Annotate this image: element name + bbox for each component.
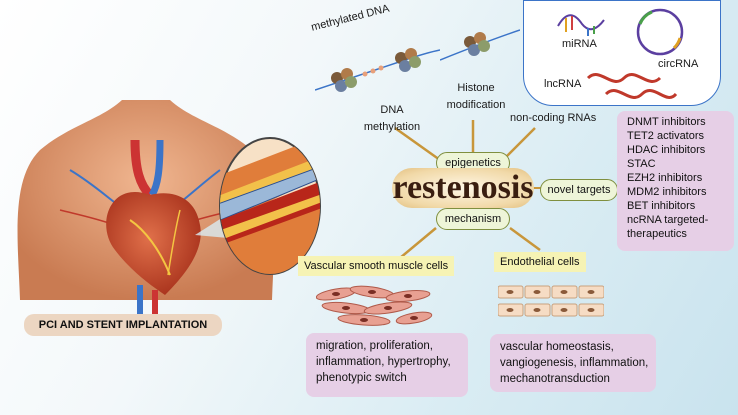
histone-line2: modification xyxy=(446,99,506,111)
ncrna-bubble xyxy=(523,0,721,106)
target-item: MDM2 inhibitors xyxy=(627,186,707,198)
endothelial-label: Endothelial cells xyxy=(494,252,586,272)
noncoding-rnas-label: non-coding RNAs xyxy=(510,112,597,124)
pci-stent-label: PCI AND STENT IMPLANTATION xyxy=(24,314,222,336)
dna-methylation-line1: DNA xyxy=(380,104,404,116)
histone-line1: Histone xyxy=(457,82,495,94)
target-item: TET2 activators xyxy=(627,130,705,142)
vsmc-effect-item: inflammation, hypertrophy, xyxy=(316,356,451,368)
endothelial-effect-item: mechanotransduction xyxy=(500,373,610,385)
vsmc-effect-item: phenotypic switch xyxy=(316,372,407,384)
vsmc-label: Vascular smooth muscle cells xyxy=(298,256,455,276)
nucleosome-right xyxy=(395,48,421,72)
nucleosome-left xyxy=(331,68,357,92)
histone-graphic xyxy=(440,29,520,61)
target-item: HDAC inhibitors xyxy=(627,144,706,156)
target-item: therapeutics xyxy=(627,228,687,240)
endothelial-cells-graphic xyxy=(498,285,604,317)
mirna-label: miRNA xyxy=(562,38,597,50)
dna-methylation-line2: methylation xyxy=(363,121,421,133)
restenosis-title: restenosis xyxy=(392,169,534,206)
circrna-icon xyxy=(636,8,684,56)
novel-targets-list: DNMT inhibitors TET2 activators HDAC inh… xyxy=(617,111,734,251)
target-item: ncRNA targeted- xyxy=(627,214,709,226)
histone-modification-label: Histone modification xyxy=(436,80,516,114)
target-item: BET inhibitors xyxy=(627,200,696,212)
vsmc-cells-graphic xyxy=(316,285,433,326)
artery-stent-zoom xyxy=(219,137,321,275)
vsmc-effect-item: migration, proliferation, xyxy=(316,340,433,352)
target-item: DNMT inhibitors xyxy=(627,116,706,128)
novel-targets-pill: novel targets xyxy=(540,179,618,201)
target-item: STAC xyxy=(627,158,656,170)
target-item: EZH2 inhibitors xyxy=(627,172,703,184)
circrna-label: circRNA xyxy=(658,58,699,70)
dna-methylation-graphic xyxy=(315,48,440,92)
endothelial-effect-item: vascular homeostasis, xyxy=(500,341,614,353)
vsmc-effects-box: migration, proliferation, inflammation, … xyxy=(306,333,468,397)
mirna-icon xyxy=(557,14,605,36)
restenosis-bg xyxy=(392,168,534,208)
lncrna-label: lncRNA xyxy=(544,78,582,90)
endothelial-effects-box: vascular homeostasis, vangiogenesis, inf… xyxy=(490,334,656,392)
mechanism-pill: mechanism xyxy=(436,208,510,230)
endothelial-effect-item: vangiogenesis, inflammation, xyxy=(500,357,649,369)
lncrna-icon xyxy=(586,73,678,99)
dna-methylation-label: DNA methylation xyxy=(352,102,432,136)
